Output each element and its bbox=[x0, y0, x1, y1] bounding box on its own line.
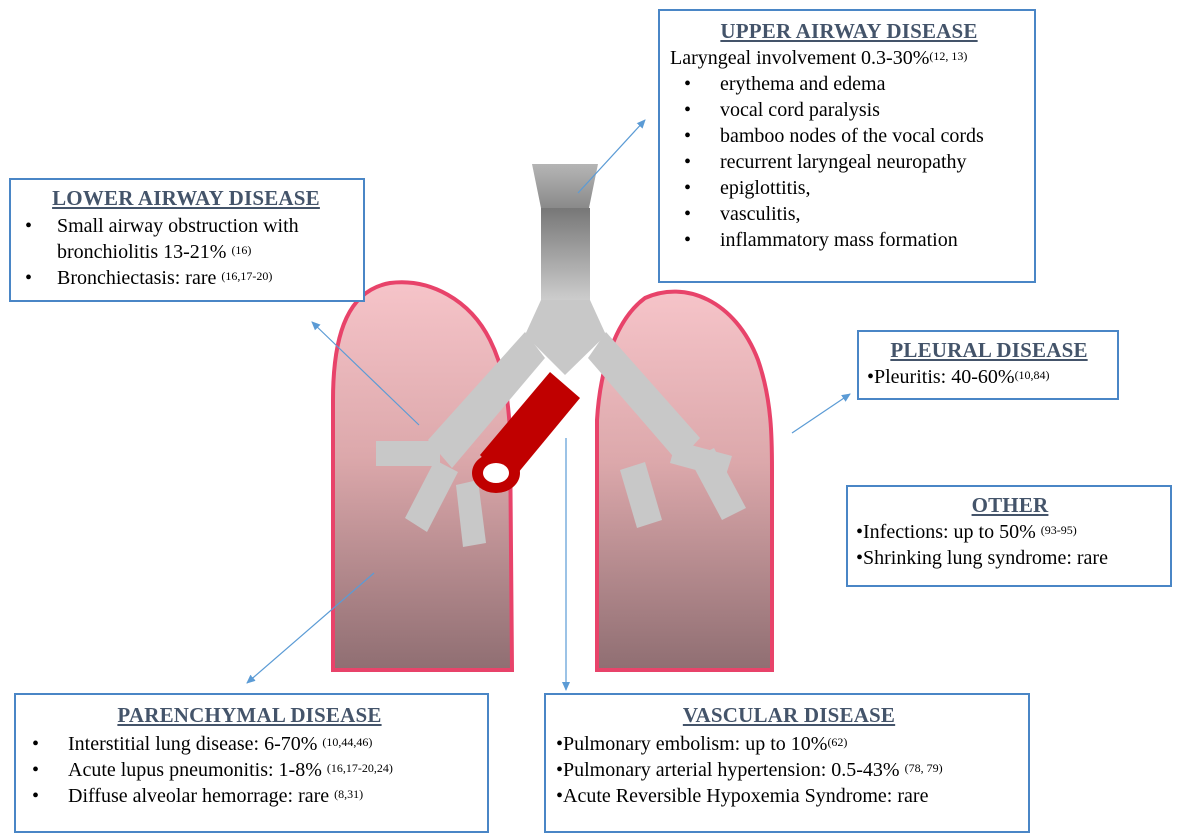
trachea bbox=[541, 208, 590, 308]
pulmonary-embolism-text: •Pulmonary embolism: up to 10%(62) bbox=[556, 731, 1022, 757]
pleural-title: PLEURAL DISEASE bbox=[867, 338, 1111, 363]
list-item: •bamboo nodes of the vocal cords bbox=[670, 123, 1028, 149]
infections-text: •Infections: up to 50% (93-95) bbox=[856, 519, 1164, 545]
upper-airway-list: •erythema and edema •vocal cord paralysi… bbox=[670, 71, 1028, 253]
shrinking-lung-text: •Shrinking lung syndrome: rare bbox=[856, 545, 1164, 571]
bullet-icon: • bbox=[32, 783, 39, 809]
list-item: •Bronchiectasis: rare (16,17-20) bbox=[13, 265, 359, 291]
vascular-title: VASCULAR DISEASE bbox=[556, 703, 1022, 728]
bullet-icon: • bbox=[684, 123, 691, 149]
larynx bbox=[532, 164, 598, 208]
hypoxemia-syndrome-text: •Acute Reversible Hypoxemia Syndrome: ra… bbox=[556, 783, 1022, 809]
upper-airway-title: UPPER AIRWAY DISEASE bbox=[670, 19, 1028, 44]
bullet-icon: • bbox=[684, 227, 691, 253]
list-item: •vocal cord paralysis bbox=[670, 97, 1028, 123]
bullet-icon: • bbox=[25, 265, 32, 291]
upper-airway-box: UPPER AIRWAY DISEASE Laryngeal involveme… bbox=[658, 9, 1036, 283]
pulmonary-hypertension-text: •Pulmonary arterial hypertension: 0.5-43… bbox=[556, 757, 1022, 783]
bullet-icon: • bbox=[684, 149, 691, 175]
bullet-icon: • bbox=[684, 175, 691, 201]
bullet-icon: • bbox=[684, 71, 691, 97]
bullet-icon: • bbox=[32, 731, 39, 757]
parenchymal-title: PARENCHYMAL DISEASE bbox=[18, 703, 481, 728]
vascular-box: VASCULAR DISEASE •Pulmonary embolism: up… bbox=[544, 693, 1030, 833]
list-item: •inflammatory mass formation bbox=[670, 227, 1028, 253]
laryngeal-involvement-text: Laryngeal involvement 0.3-30%(12, 13) bbox=[670, 45, 1028, 71]
bullet-icon: • bbox=[25, 213, 32, 239]
other-title: OTHER bbox=[856, 493, 1164, 518]
lower-airway-box: LOWER AIRWAY DISEASE •Small airway obstr… bbox=[9, 178, 365, 302]
list-item: •recurrent laryngeal neuropathy bbox=[670, 149, 1028, 175]
list-item: •Interstitial lung disease: 6-70% (10,44… bbox=[18, 731, 481, 757]
bullet-icon: • bbox=[684, 97, 691, 123]
parenchymal-box: PARENCHYMAL DISEASE •Interstitial lung d… bbox=[14, 693, 489, 833]
left-branch-1 bbox=[376, 441, 440, 466]
list-item: •erythema and edema bbox=[670, 71, 1028, 97]
bullet-icon: • bbox=[32, 757, 39, 783]
list-item: •epiglottitis, bbox=[670, 175, 1028, 201]
parenchymal-list: •Interstitial lung disease: 6-70% (10,44… bbox=[18, 731, 481, 809]
list-item: •vasculitis, bbox=[670, 201, 1028, 227]
lower-airway-title: LOWER AIRWAY DISEASE bbox=[13, 186, 359, 211]
other-box: OTHER •Infections: up to 50% (93-95) •Sh… bbox=[846, 485, 1172, 587]
bullet-icon: • bbox=[684, 201, 691, 227]
arrow-upper-airway bbox=[578, 120, 645, 193]
pleuritis-text: •Pleuritis: 40-60%(10,84) bbox=[867, 364, 1111, 390]
list-item: •Acute lupus pneumonitis: 1-8% (16,17-20… bbox=[18, 757, 481, 783]
list-item: •Diffuse alveolar hemorrage: rare (8,31) bbox=[18, 783, 481, 809]
pleural-box: PLEURAL DISEASE •Pleuritis: 40-60%(10,84… bbox=[857, 330, 1119, 400]
arrow-pleural bbox=[792, 394, 850, 433]
